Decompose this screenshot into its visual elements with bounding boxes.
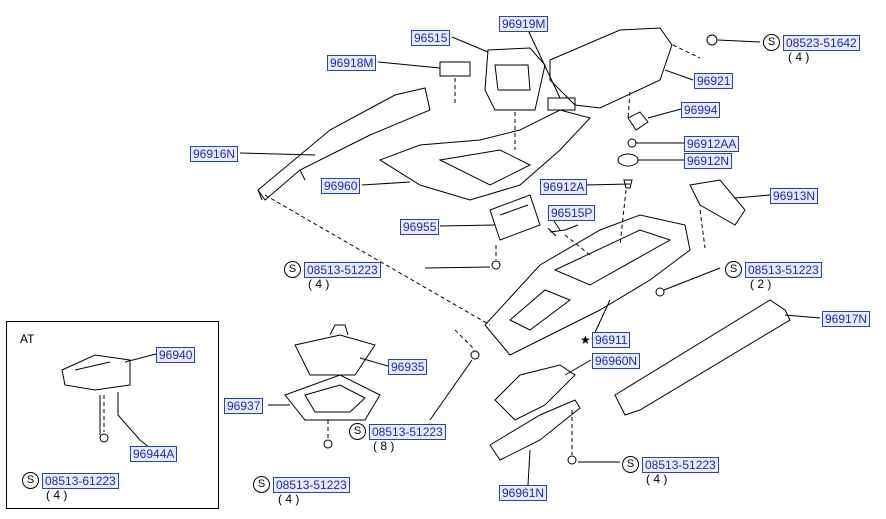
fastener-label-08523-51642[interactable]: 08523-51642 (783, 35, 860, 51)
fastener-label-08513-51223[interactable]: 08513-51223 (642, 457, 719, 473)
boot-96935 (294, 324, 376, 376)
fastener-qty: ( 4 ) (646, 472, 668, 486)
fastener-label-08513-61223[interactable]: 08513-61223 (42, 473, 119, 489)
pad-96918M (439, 61, 471, 77)
s-symbol-icon: S (622, 456, 639, 473)
clip-96912A (623, 179, 633, 189)
cover-96960N (494, 364, 576, 421)
wire-96515P (547, 224, 579, 237)
bolt-icon (99, 433, 109, 443)
plug-96912N (617, 153, 639, 167)
hinge-96994 (627, 111, 649, 131)
bolt-icon (323, 439, 333, 449)
part-label-96955[interactable]: 96955 (400, 219, 440, 235)
part-label-96918M[interactable]: 96918M (327, 55, 377, 71)
bolt-icon (706, 34, 718, 46)
part-label-96919M[interactable]: 96919M (499, 16, 549, 32)
part-label-96961N[interactable]: 96961N (499, 485, 548, 501)
trim-96937 (284, 374, 381, 421)
at-inset-box (6, 321, 219, 509)
bolt-icon (655, 287, 665, 297)
rail-96916N (257, 87, 431, 201)
s-symbol-icon: S (725, 261, 742, 278)
part-label-96921[interactable]: 96921 (694, 73, 734, 89)
fastener-qty: ( 4 ) (46, 488, 68, 502)
fastener-label-08513-51223[interactable]: 08513-51223 (369, 424, 446, 440)
part-label-96916N[interactable]: 96916N (190, 146, 239, 162)
fastener-label-08513-51223[interactable]: 08513-51223 (304, 262, 381, 278)
fastener-qty: ( 4 ) (788, 50, 810, 64)
fastener-qty: ( 2 ) (750, 277, 772, 291)
part-label-96515[interactable]: 96515 (411, 30, 451, 46)
fastener-qty: ( 4 ) (308, 277, 330, 291)
part-label-96940[interactable]: 96940 (156, 347, 196, 363)
fastener-label-08513-51223[interactable]: 08513-51223 (273, 477, 350, 493)
part-label-96917N[interactable]: 96917N (822, 311, 871, 327)
fastener-label-08513-51223[interactable]: 08513-51223 (745, 262, 822, 278)
s-symbol-icon: S (284, 261, 301, 278)
cap-96912AA (627, 138, 637, 148)
part-label-96960[interactable]: 96960 (321, 178, 361, 194)
bolt-icon (567, 455, 577, 465)
s-symbol-icon: S (22, 472, 39, 489)
cover-96913N (689, 179, 746, 226)
tray-96955 (489, 194, 541, 241)
bolt-icon (491, 260, 501, 270)
part-label-96994[interactable]: 96994 (681, 102, 721, 118)
shifter-96940 (61, 354, 141, 441)
panel-96917N (614, 299, 791, 416)
panel-96960 (378, 109, 591, 201)
s-symbol-icon: S (349, 423, 366, 440)
s-symbol-icon: S (763, 34, 780, 51)
part-label-96515P[interactable]: 96515P (548, 205, 596, 221)
part-label-96935[interactable]: 96935 (388, 359, 428, 375)
part-label-96937[interactable]: 96937 (224, 398, 264, 414)
s-symbol-icon: S (253, 476, 270, 493)
part-label-96960N[interactable]: 96960N (592, 353, 641, 369)
star-mark: ★ (580, 333, 591, 347)
lid-96921 (549, 27, 673, 109)
fastener-qty: ( 4 ) (278, 492, 300, 506)
part-label-96912AA[interactable]: 96912AA (684, 136, 740, 152)
pocket-96919M (484, 47, 546, 111)
part-label-96912N[interactable]: 96912N (684, 153, 733, 169)
pad-96515 (547, 97, 576, 111)
bracket-96961N (489, 399, 581, 461)
inset-label: AT (20, 332, 35, 346)
fastener-qty: ( 8 ) (373, 439, 395, 453)
bolt-icon (470, 350, 480, 360)
part-label-96912A[interactable]: 96912A (540, 179, 588, 195)
part-label-96944A[interactable]: 96944A (130, 446, 178, 462)
part-label-96913N[interactable]: 96913N (770, 188, 819, 204)
part-label-96911[interactable]: 96911 (592, 332, 631, 348)
console-96911 (484, 214, 691, 356)
